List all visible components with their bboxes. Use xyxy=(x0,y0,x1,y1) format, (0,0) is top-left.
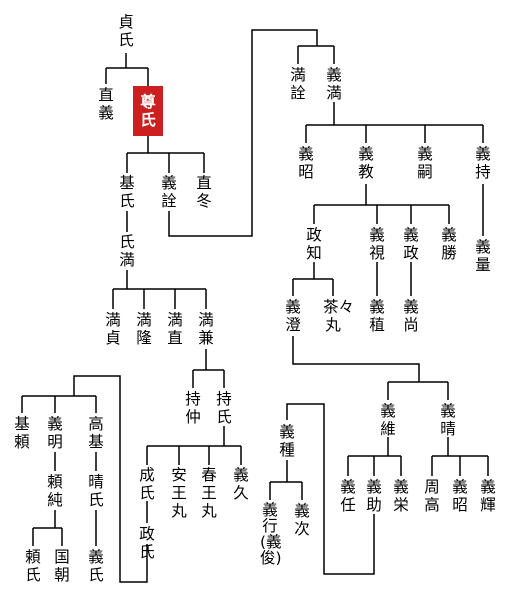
node-yoshiteru: 義輝 xyxy=(480,478,496,514)
node-motoyori: 基頼 xyxy=(14,415,30,451)
node-yoshimasa: 義政 xyxy=(403,226,419,262)
highlighted-node-takauji: 尊氏 xyxy=(133,86,163,136)
node-masauji: 政氏 xyxy=(139,525,155,561)
node-yoshiharu: 義晴 xyxy=(440,402,456,438)
node-yoshiaki: 義明 xyxy=(47,415,63,451)
node-yoshitsugu: 義嗣 xyxy=(417,145,433,181)
node-yoshiakira: 義詮 xyxy=(161,174,177,210)
node-yoshimi: 義視 xyxy=(369,226,385,262)
node-mochinaka: 持仲 xyxy=(185,390,201,426)
node-masatomo: 政知 xyxy=(306,226,322,262)
node-mitsukane: 満兼 xyxy=(198,311,214,347)
node-takamoto: 高基 xyxy=(88,415,104,451)
node-chachamaru: 茶々丸 xyxy=(323,298,355,334)
node-yasuomaru: 安王丸 xyxy=(171,466,187,520)
node-yoriuji: 頼氏 xyxy=(25,548,41,584)
node-yoshiyuki: 義行(義俊) xyxy=(260,501,282,567)
node-yoshito: 義任 xyxy=(340,478,356,514)
node-mototada: 基氏 xyxy=(119,174,135,210)
node-yoshitsugu-son: 義次 xyxy=(294,502,310,538)
node-shuko: 周高 xyxy=(424,478,440,514)
node-yoshikatsu: 義勝 xyxy=(441,226,457,262)
node-yoshinori: 義教 xyxy=(358,145,374,181)
node-mochiuji: 持氏 xyxy=(216,390,232,426)
node-yoshiki: 義稙 xyxy=(369,298,385,334)
node-mitsuakira: 満詮 xyxy=(290,66,306,102)
node-kunitomo: 国朝 xyxy=(54,548,70,584)
node-yoshisuke: 義助 xyxy=(366,478,382,514)
node-yoshikazu: 義量 xyxy=(475,238,491,274)
node-mitsutaka: 満隆 xyxy=(136,311,152,347)
node-yorizumi: 頼純 xyxy=(47,473,63,509)
node-haruuji: 晴氏 xyxy=(88,473,104,509)
node-yoshihisa-shogun: 義尚 xyxy=(403,298,419,334)
node-yoshihide: 義栄 xyxy=(393,478,409,514)
node-yoshiaki-shogun: 義昭 xyxy=(452,478,468,514)
node-yoshimitsu: 義満 xyxy=(326,66,342,102)
node-yoshitsuna: 義維 xyxy=(380,402,396,438)
node-yoshitane: 義種 xyxy=(279,423,295,459)
node-ujimitsu: 氏満 xyxy=(119,233,135,269)
node-takauji: 尊氏 xyxy=(140,93,156,129)
node-yoshiuji: 義氏 xyxy=(88,548,104,584)
node-mitsunao: 満直 xyxy=(167,311,183,347)
node-shigeuji: 成氏 xyxy=(139,466,155,502)
node-yoshizumi: 義澄 xyxy=(285,298,301,334)
node-yoshiakira-son: 義昭 xyxy=(298,145,314,181)
node-sadauji: 貞氏 xyxy=(118,13,134,49)
node-tadafuyu: 直冬 xyxy=(196,174,212,210)
node-yoshimochi: 義持 xyxy=(475,145,491,181)
node-haruomaru: 春王丸 xyxy=(201,466,217,520)
node-yoshihisa: 義久 xyxy=(233,466,249,502)
node-mitsusada: 満貞 xyxy=(105,311,121,347)
node-tadayoshi: 直義 xyxy=(98,86,114,122)
